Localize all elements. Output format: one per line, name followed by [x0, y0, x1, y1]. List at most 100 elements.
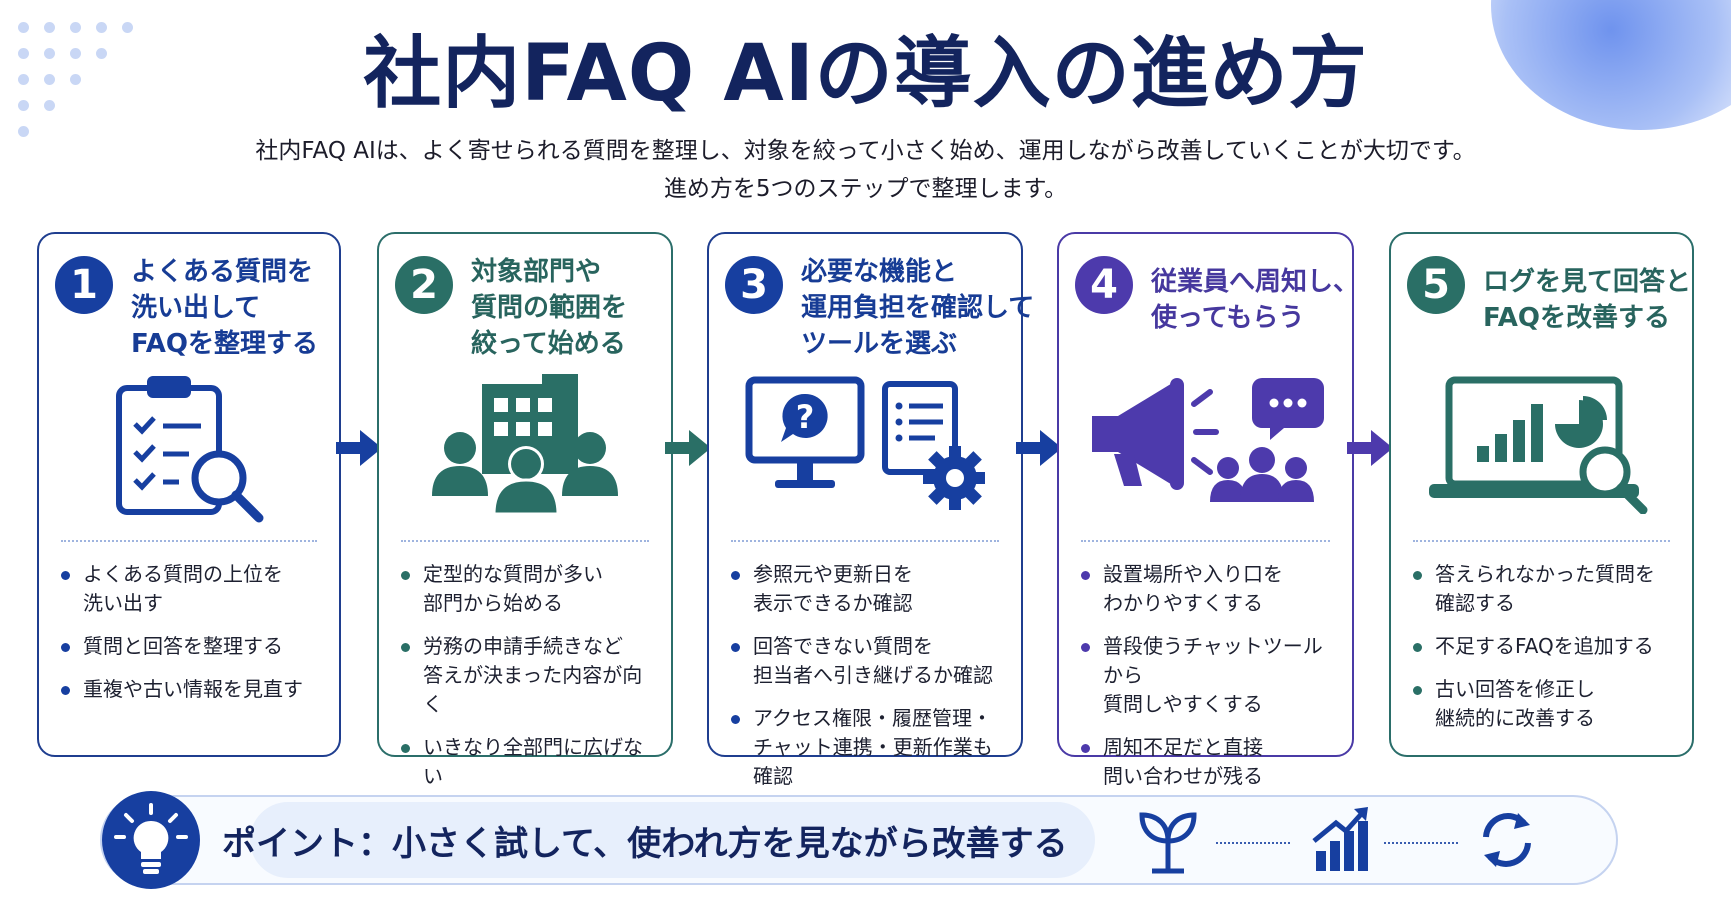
clipboard-search-icon [116, 376, 264, 523]
bullet-text: 普段使うチャットツールから [1103, 634, 1323, 687]
bullet-text: 重複や古い情報を見直す [83, 677, 303, 701]
step-bullets-5: 答えられなかった質問を確認する 不足するFAQを追加する 古い回答を修正し継続的… [1413, 560, 1678, 747]
bullet-text: 答えられなかった質問を [1435, 562, 1655, 586]
bullet-item: 労務の申請手続きなど答えが決まった内容が向く [401, 632, 657, 719]
step-card-2: 2 対象部門や 質問の範囲を 絞って始める 定型的な質問が多い部門から始める 労… [377, 232, 673, 788]
divider [1081, 540, 1330, 542]
monitor-question-gear-icon: ? [745, 376, 985, 510]
divider [401, 540, 649, 542]
bullet-text: 周知不足だと直接 [1103, 735, 1263, 759]
bullet-text: 労務の申請手続きなど [423, 634, 623, 658]
step-heading-line: 質問の範囲を [471, 293, 628, 323]
point-text: ポイント：小さく試して、使われ方を見ながら改善する [222, 816, 1068, 865]
step-number-5: 5 [1407, 256, 1465, 314]
step-heading-line: ツールを選ぶ [801, 329, 958, 359]
svg-text:?: ? [796, 398, 815, 436]
dotted-connector [1216, 842, 1290, 844]
bullet-item: いきなり全部門に広げない [401, 733, 657, 791]
bullet-item: アクセス権限・履歴管理・チャット連携・更新作業も確認 [731, 704, 1007, 791]
step-heading-line: ログを見て回答と [1483, 267, 1692, 297]
bullet-item: 古い回答を修正し継続的に改善する [1413, 675, 1678, 733]
step-card-1: 1 よくある質問を 洗い出して FAQを整理する よくある質問の上位を洗い出す … [37, 232, 341, 757]
bullet-text: 担当者へ引き継げるか確認 [753, 663, 993, 687]
bullet-item: 参照元や更新日を表示できるか確認 [731, 560, 1007, 618]
step-heading-line: よくある質問を [131, 257, 314, 287]
page-title: 社内FAQ AIの導入の進め方 [363, 29, 1368, 119]
step-heading-4: 従業員へ周知し、 使ってもらう [1151, 264, 1359, 336]
step-bullets-2: 定型的な質問が多い部門から始める 労務の申請手続きなど答えが決まった内容が向く … [401, 560, 657, 805]
subtitle-line-1: 社内FAQ AIは、よく寄せられる質問を整理し、対象を絞って小さく始め、運用しな… [255, 138, 1476, 164]
bullet-item: 定型的な質問が多い部門から始める [401, 560, 657, 618]
step-heading-line: 使ってもらう [1151, 303, 1305, 333]
step-heading-line: 洗い出して [131, 293, 261, 323]
dotted-connector [1384, 842, 1458, 844]
bullet-text: 問い合わせが残る [1103, 764, 1263, 788]
bullet-text: よくある質問の上位を [83, 562, 283, 586]
point-highlight [250, 802, 1095, 878]
department-building-icon [432, 374, 618, 514]
step-heading-3: 必要な機能と 運用負担を確認して ツールを選ぶ [801, 254, 1034, 362]
bullet-item: 不足するFAQを追加する [1413, 632, 1678, 661]
bullet-text: 不足するFAQを追加する [1435, 634, 1654, 658]
bullet-item: 周知不足だと直接問い合わせが残る [1081, 733, 1338, 791]
step-card-4: 4 従業員へ周知し、 使ってもらう 設置場所や入り口をわかりやすくする 普段使う… [1057, 232, 1359, 788]
step-heading-line: 従業員へ周知し、 [1151, 267, 1360, 297]
bullet-text: チャット連携・更新作業も確認 [753, 735, 993, 788]
subtitle: 社内FAQ AIは、よく寄せられる質問を整理し、対象を絞って小さく始め、運用しな… [0, 132, 1731, 208]
laptop-chart-search-icon [1428, 376, 1647, 514]
bullet-item: 質問と回答を整理する [61, 632, 325, 661]
bullet-item: 設置場所や入り口をわかりやすくする [1081, 560, 1338, 618]
step-number-2: 2 [395, 256, 453, 314]
bullet-item: 答えられなかった質問を確認する [1413, 560, 1678, 618]
arrow-right-icon [1016, 430, 1062, 466]
step-heading-line: FAQを整理する [131, 329, 319, 359]
step-heading-line: 必要な機能と [801, 257, 958, 287]
bullet-item: 普段使うチャットツールから質問しやすくする [1081, 632, 1338, 719]
divider [61, 540, 317, 542]
step-card-5: 5 ログを見て回答と FAQを改善する 答えられなかった質問を確認する 不足する… [1389, 232, 1694, 757]
bullet-text: 回答できない質問を [753, 634, 933, 658]
divider [1413, 540, 1670, 542]
lightbulb-icon [114, 803, 188, 874]
megaphone-people-icon [1091, 378, 1324, 502]
step-bullets-3: 参照元や更新日を表示できるか確認 回答できない質問を担当者へ引き継げるか確認 ア… [731, 560, 1007, 805]
bullet-text: 確認する [1435, 591, 1515, 615]
step-bullets-1: よくある質問の上位を洗い出す 質問と回答を整理する 重複や古い情報を見直す [61, 560, 325, 718]
arrow-right-icon [1347, 430, 1393, 466]
step-heading-line: FAQを改善する [1483, 303, 1671, 333]
bullet-text: わかりやすくする [1103, 591, 1263, 615]
bullet-text: 参照元や更新日を [753, 562, 913, 586]
step-heading-line: 運用負担を確認して [801, 293, 1035, 323]
step-heading-2: 対象部門や 質問の範囲を 絞って始める [471, 254, 627, 362]
step-heading-1: よくある質問を 洗い出して FAQを整理する [131, 254, 318, 362]
point-message: 小さく試して、使われ方を見ながら改善する [392, 824, 1068, 864]
growth-chart-icon [1312, 807, 1368, 871]
cycle-icon [1483, 813, 1531, 867]
bullet-text: 定型的な質問が多い [423, 562, 603, 586]
step-number-1: 1 [55, 256, 113, 314]
bullet-item: 重複や古い情報を見直す [61, 675, 325, 704]
arrow-right-icon [336, 430, 382, 466]
step-bullets-4: 設置場所や入り口をわかりやすくする 普段使うチャットツールから質問しやすくする … [1081, 560, 1338, 805]
step-heading-5: ログを見て回答と FAQを改善する [1483, 264, 1691, 336]
step-card-3: 3 必要な機能と 運用負担を確認して ツールを選ぶ ? 参照元や更新日を表示でき… [707, 232, 1034, 788]
sprout-icon [1139, 812, 1197, 874]
step-heading-line: 絞って始める [471, 329, 626, 359]
decorative-dots [18, 22, 148, 152]
bullet-text: 設置場所や入り口を [1103, 562, 1283, 586]
bullet-item: よくある質問の上位を洗い出す [61, 560, 325, 618]
bullet-item: 回答できない質問を担当者へ引き継げるか確認 [731, 632, 1007, 690]
bullet-text: 継続的に改善する [1435, 706, 1595, 730]
arrow-right-icon [665, 430, 711, 466]
bullet-text: 答えが決まった内容が向く [423, 663, 643, 716]
divider [731, 540, 999, 542]
bullet-text: 質問と回答を整理する [83, 634, 283, 658]
bullet-text: いきなり全部門に広げない [423, 735, 643, 788]
bullet-text: 質問しやすくする [1103, 692, 1263, 716]
step-number-3: 3 [725, 256, 783, 314]
point-label: ポイント： [222, 824, 392, 864]
step-heading-line: 対象部門や [471, 257, 602, 287]
lightbulb-icon-badge [102, 791, 200, 889]
bullet-text: 部門から始める [423, 591, 563, 615]
step-number-4: 4 [1075, 256, 1133, 314]
